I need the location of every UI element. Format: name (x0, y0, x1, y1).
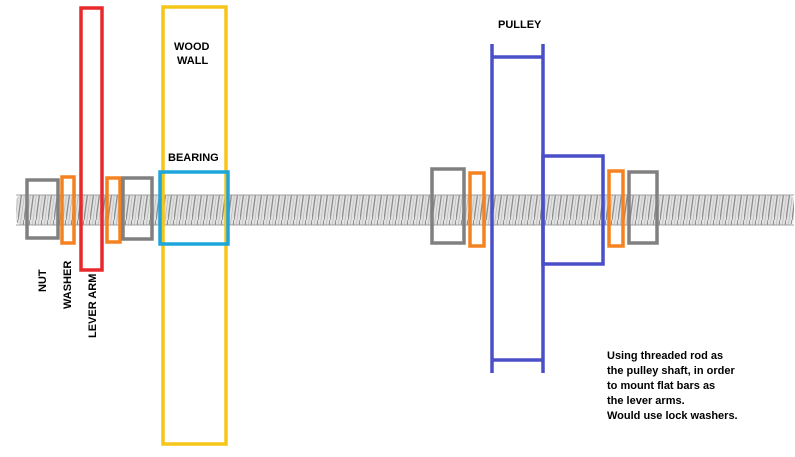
note-line-2: the pulley shaft, in order (607, 365, 735, 377)
lever-arm (79, 6, 104, 272)
washer-right-inner (468, 171, 486, 248)
wood-wall-label-line2: WALL (177, 55, 208, 67)
note-line-1: Using threaded rod as (607, 350, 723, 362)
bearing (158, 170, 230, 246)
bearing-label: BEARING (168, 152, 219, 164)
washer-left-inner (105, 176, 122, 244)
nut-left-inner (121, 176, 154, 241)
wood-wall (161, 5, 228, 446)
note-line-4: the lever arms. (607, 395, 685, 407)
wood-wall-label-line1: WOOD (174, 41, 209, 53)
note-line-3: to mount flat bars as (607, 380, 715, 392)
pulley-label: PULLEY (498, 19, 542, 31)
nut-label: NUT (37, 269, 49, 292)
washer-right-outer (607, 169, 625, 248)
washer-left-outer (60, 175, 76, 245)
nut-right-outer (627, 170, 659, 245)
threaded-rod (16, 194, 794, 226)
note-line-5: Would use lock washers. (607, 410, 738, 422)
note-text: Using threaded rod as the pulley shaft, … (607, 350, 738, 422)
nut-left-outer (25, 178, 60, 240)
nut-right-inner (430, 167, 466, 245)
pulley-hub (541, 154, 605, 266)
lever-arm-label: LEVER ARM (87, 274, 99, 338)
washer-label: WASHER (62, 261, 74, 309)
